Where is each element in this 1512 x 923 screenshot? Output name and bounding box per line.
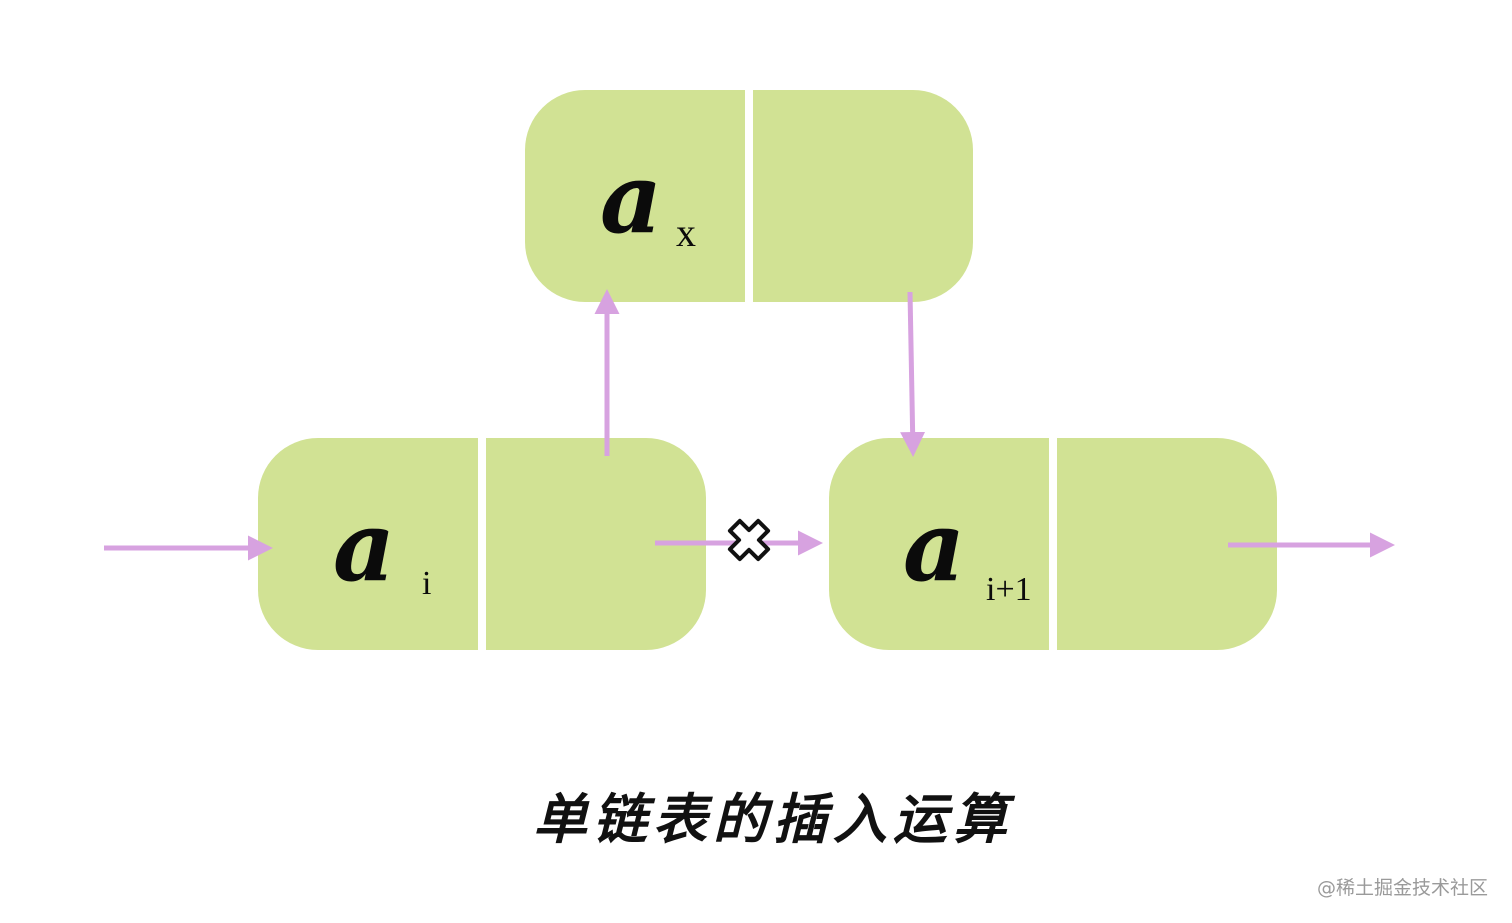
ax-to-ai1-arrow	[900, 291, 926, 457]
new-node-divider	[745, 86, 753, 306]
node-i-divider	[478, 434, 486, 654]
diagram-caption: 单链表的插入运算	[533, 787, 1016, 851]
node-i: a i	[258, 434, 706, 654]
new-node-data-label: a	[600, 142, 662, 255]
new-node-subscript: x	[676, 210, 696, 255]
node-i-plus-1-divider	[1049, 434, 1057, 654]
watermark: @稀土掘金技术社区	[1317, 877, 1488, 899]
node-i-plus-1-subscript: i+1	[986, 571, 1032, 608]
node-i-subscript: i	[422, 565, 431, 602]
cross-icon	[727, 518, 771, 562]
node-i-data-label: a	[333, 490, 395, 603]
new-node: a x	[525, 86, 973, 306]
node-i-plus-1-data-label: a	[903, 490, 965, 603]
node-i-plus-1: a i+1	[829, 434, 1277, 654]
